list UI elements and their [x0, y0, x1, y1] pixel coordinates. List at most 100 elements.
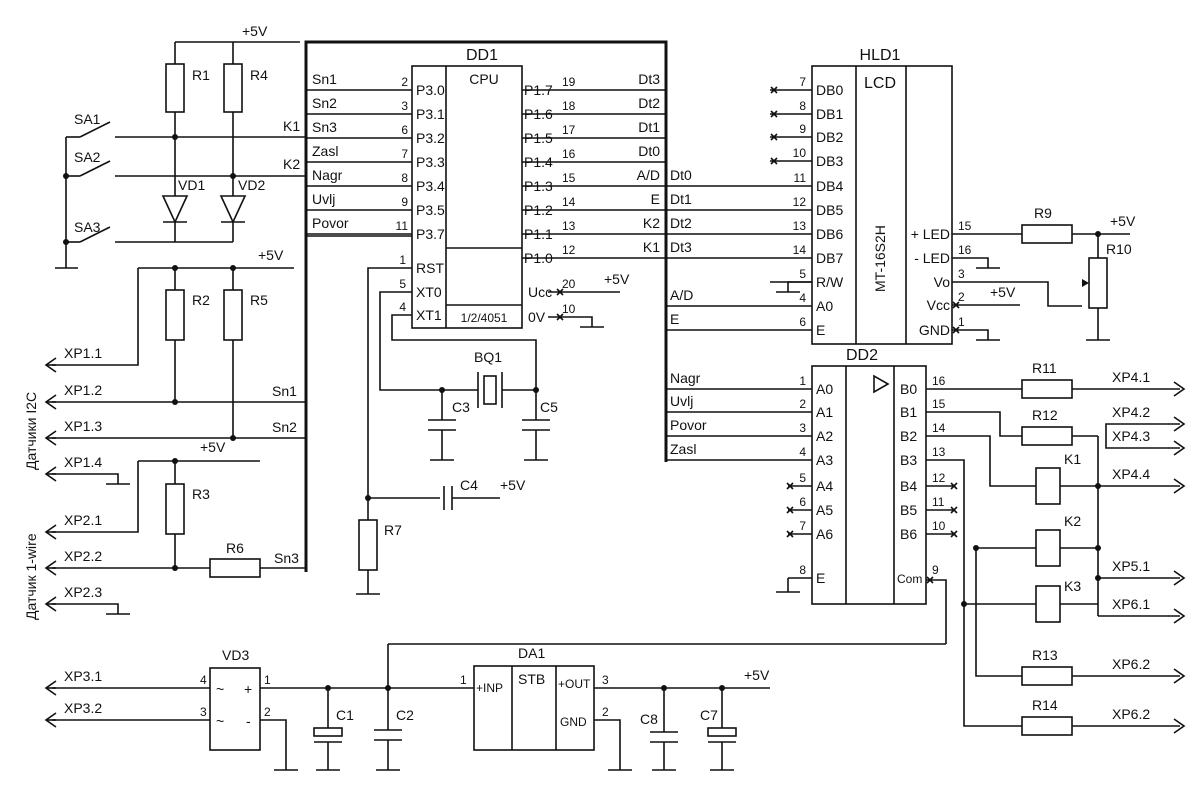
dd1-left-pin-name: P3.0: [416, 82, 445, 98]
connector-label: XP6.2: [1112, 706, 1150, 722]
vd3-plus: +: [244, 681, 252, 697]
dd1-left-pin-name: P3.3: [416, 154, 445, 170]
dd1-right-pin-num: 14: [562, 195, 576, 209]
k1-net-label: K1: [283, 118, 300, 134]
dd1-right-pin-num: 17: [562, 123, 576, 137]
r9-resistor: [1021, 224, 1073, 244]
supply-label-5: +5V: [1110, 213, 1136, 229]
no-connect-mark: [556, 313, 564, 321]
da1-label: DA1: [518, 645, 545, 661]
hld1-right-pin-num: 1: [958, 315, 965, 329]
dd2-input-name: A6: [816, 526, 833, 542]
dd1-left-pin-name: P3.5: [416, 202, 445, 218]
dd1-right-pin-num: 12: [562, 243, 576, 257]
connector-label: XP4.1: [1112, 369, 1150, 385]
supply-label-6: +5V: [990, 284, 1016, 300]
r12-label: R12: [1032, 407, 1058, 423]
hld1-right-pin-name: + LED: [911, 226, 950, 242]
k2-net-label: K2: [283, 156, 300, 172]
dd2-output-name: B4: [900, 478, 917, 494]
da1-stb: STB: [518, 671, 545, 687]
da1-pin1: 1: [460, 673, 467, 687]
r11-resistor: [1021, 379, 1073, 399]
dd1-right-pin-num: 19: [562, 75, 576, 89]
dd1-right-net: K1: [643, 239, 660, 255]
dd1-left-net: Sn3: [312, 119, 337, 135]
dd2-input-name: A4: [816, 478, 833, 494]
k1-relay: [1035, 467, 1061, 505]
dd2-input-net: Zasl: [670, 441, 696, 457]
connector-label: XP6.2: [1112, 656, 1150, 672]
connector-label: XP6.1: [1112, 596, 1150, 612]
bq1-crystal: [483, 375, 497, 405]
vd3-ac-1: ~: [216, 681, 224, 697]
hld1-pin-num: 4: [799, 291, 806, 305]
dd1-left-pin-name: P3.1: [416, 106, 445, 122]
dd2-output-name: B5: [900, 502, 917, 518]
c1-label: C1: [336, 707, 354, 723]
button-block: +5V R1 R4 K1 K2 VD1 VD2 SA1: [55, 23, 306, 269]
hld1-net: Dt2: [670, 215, 692, 231]
dd1-right-net: E: [651, 191, 660, 207]
hld1-pin-num: 10: [793, 146, 807, 160]
hld1-right-pin-num: 15: [958, 219, 972, 233]
hld1-right-pin-name: - LED: [914, 250, 950, 266]
dd1-ctrl-pin-num: 4: [399, 300, 406, 314]
hld1-pin-name: R/W: [816, 274, 844, 290]
k2-label: K2: [1064, 513, 1081, 529]
dd1-right-pin-name: P1.6: [524, 106, 553, 122]
hld1-net: Dt1: [670, 191, 692, 207]
r2-resistor: [165, 289, 185, 341]
hld1-pin-num: 6: [799, 315, 806, 329]
hld1-pin-num: 13: [793, 219, 807, 233]
supply-label-2: +5V: [258, 247, 284, 263]
no-connect-mark: [786, 530, 794, 538]
no-connect-mark: [786, 506, 794, 514]
hld1-net: E: [670, 311, 679, 327]
dd2-output-num: 14: [932, 421, 946, 435]
dd1-right-net: Dt1: [638, 119, 660, 135]
dd1-ctrl-pin-num: 5: [399, 277, 406, 291]
dd2-input-num: 5: [799, 471, 806, 485]
dd1-left-pin-num: 7: [401, 147, 408, 161]
lcd-backlight-block: R9 +5V R10 +5V: [776, 205, 1136, 341]
hld1-pin-name: DB7: [816, 250, 843, 266]
dd1-right-net: K2: [643, 215, 660, 231]
dd1-left-net: Zasl: [312, 143, 338, 159]
vd3-bridge: [209, 667, 261, 751]
dd2-input-name: A2: [816, 428, 833, 444]
r1-resistor: [165, 63, 185, 113]
connector-label: XP2.3: [64, 584, 102, 600]
dd1-left-pin-num: 8: [401, 171, 408, 185]
hld1-pin-name: E: [816, 322, 825, 338]
hld1-pin-num: 8: [799, 99, 806, 113]
dd1-right-net: A/D: [637, 167, 660, 183]
dd1-left-pin-name: P3.4: [416, 178, 445, 194]
connector-label: XP1.1: [64, 345, 102, 361]
dd1-right-pin-name: P1.7: [524, 82, 553, 98]
no-connect-mark: [950, 506, 958, 514]
c1-capacitor: [313, 727, 343, 737]
hld1-right-pin-name: Vo: [934, 274, 951, 290]
hld1-right-pin-num: 2: [958, 290, 965, 304]
dd2-input-num: 1: [799, 374, 806, 388]
onewire-group-label: Датчик 1-wire: [23, 533, 39, 620]
k1-label: K1: [1064, 451, 1081, 467]
hld1-pin-name: DB0: [816, 82, 843, 98]
dd2-input-num: 4: [799, 445, 806, 459]
dd1-right-pin-name: P1.4: [524, 154, 553, 170]
da1-inp: +INP: [476, 681, 503, 695]
dd1-right-pin-name: P1.3: [524, 178, 553, 194]
dd1-right-pin-num: 15: [562, 171, 576, 185]
dd1-power-pin-name: 0V: [528, 309, 546, 325]
dd1-ctrl-pin-name: RST: [416, 260, 444, 276]
no-connect-mark: [770, 86, 778, 94]
connector-label: XP4.2: [1112, 404, 1150, 420]
dd1-right-pin-name: P1.1: [524, 226, 553, 242]
r2-label: R2: [192, 292, 210, 308]
dd1-part: 1/2/4051: [461, 311, 508, 325]
dd2-input-name: A3: [816, 452, 833, 468]
